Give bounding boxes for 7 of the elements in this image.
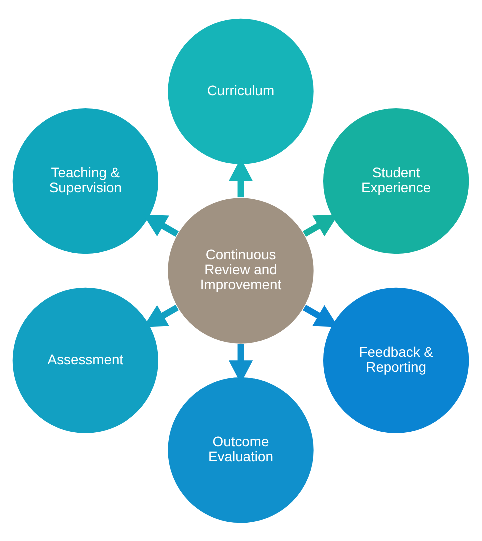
node-circle: Feedback & Reporting xyxy=(322,286,470,434)
node-circle: Teaching & Supervision xyxy=(12,106,160,255)
node-circle: Assessment xyxy=(12,286,160,434)
node-circle: Outcome Evaluation xyxy=(167,376,315,524)
node-circle: Student Experience xyxy=(322,106,470,255)
node-circle: Curriculum xyxy=(167,17,315,166)
node-circle: Continuous Review and Improvement xyxy=(167,196,315,344)
